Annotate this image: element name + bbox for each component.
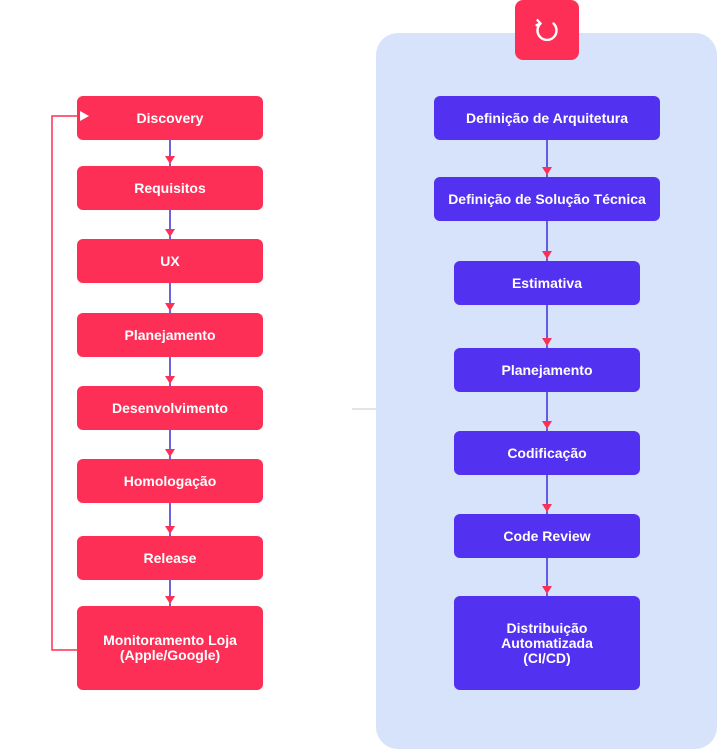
step-definicao-arquitetura: Definição de Arquitetura [434, 96, 660, 140]
cycle-badge [515, 0, 579, 60]
loop-back-line [51, 115, 80, 651]
step-codificacao: Codificação [454, 431, 640, 475]
step-requisitos: Requisitos [77, 166, 263, 210]
step-estimativa: Estimativa [454, 261, 640, 305]
step-monitoramento-loja: Monitoramento Loja (Apple/Google) [77, 606, 263, 690]
step-homologacao: Homologação [77, 459, 263, 503]
step-desenvolvimento: Desenvolvimento [77, 386, 263, 430]
step-discovery: Discovery [77, 96, 263, 140]
step-planejamento-dev: Planejamento [454, 348, 640, 392]
step-release: Release [77, 536, 263, 580]
step-distribuicao-automatizada: Distribuição Automatizada (CI/CD) [454, 596, 640, 690]
step-code-review: Code Review [454, 514, 640, 558]
step-planejamento: Planejamento [77, 313, 263, 357]
step-definicao-solucao-tecnica: Definição de Solução Técnica [434, 177, 660, 221]
step-ux: UX [77, 239, 263, 283]
refresh-cycle-icon [535, 19, 558, 42]
